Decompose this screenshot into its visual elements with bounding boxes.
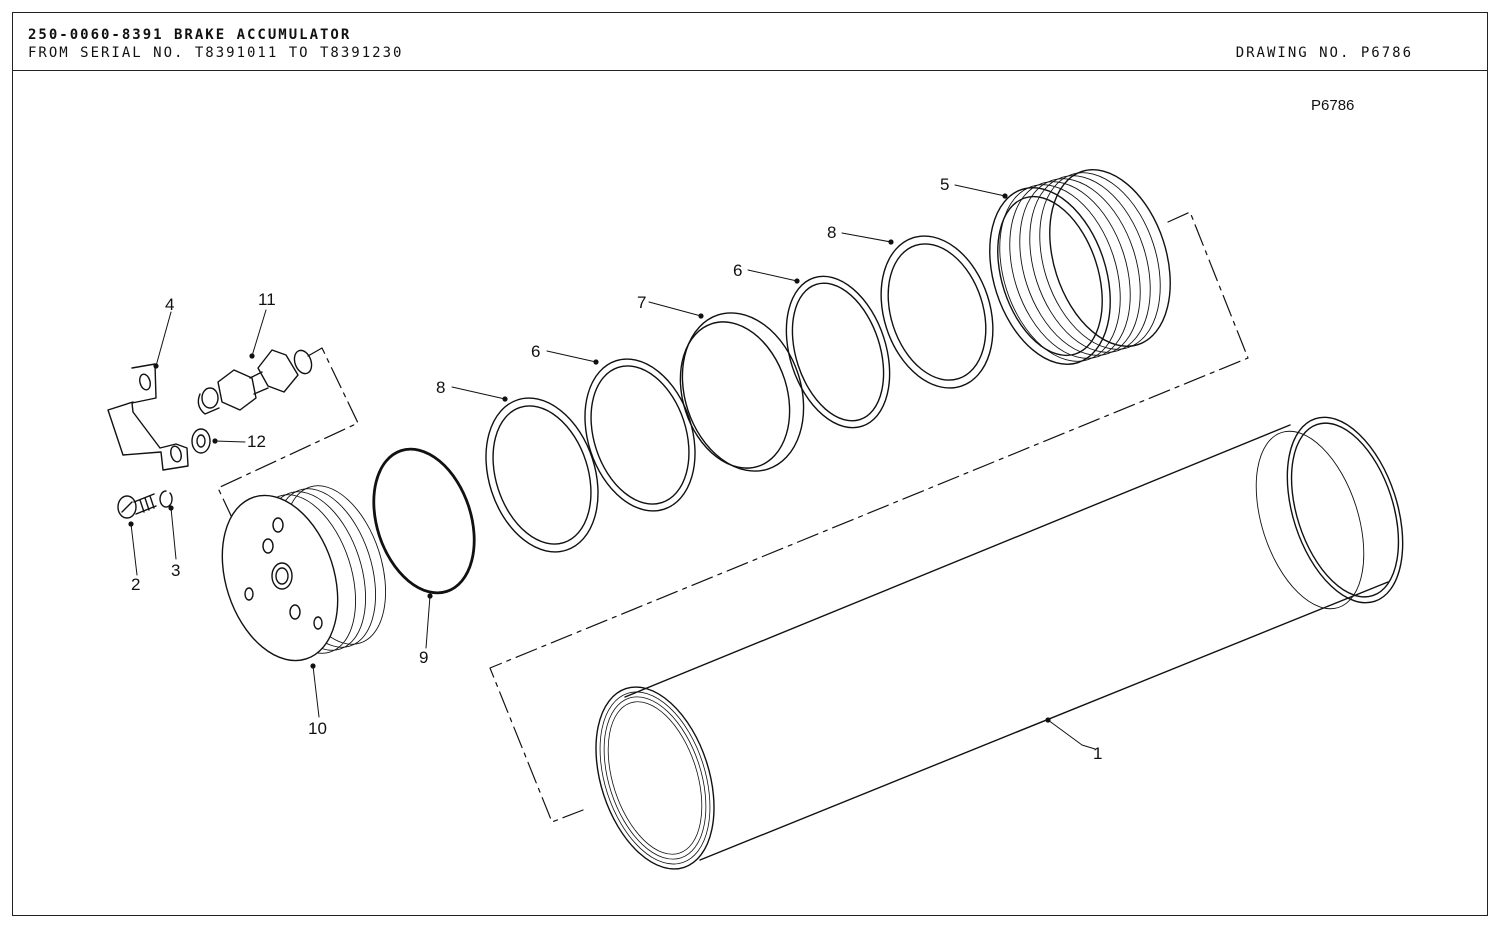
callout-11: 11 xyxy=(258,290,276,309)
callout-12: 12 xyxy=(247,432,266,451)
backup-ring-upper xyxy=(785,275,891,429)
drawing-sheet: 250-0060-8391 BRAKE ACCUMULATOR FROM SER… xyxy=(12,12,1488,916)
leader-lines xyxy=(130,184,1096,750)
callout-10: 10 xyxy=(308,719,327,738)
callout-9: 9 xyxy=(419,648,428,667)
port-hole xyxy=(271,562,293,590)
callout-labels: 1 2 3 4 5 6 6 7 8 8 9 10 11 12 xyxy=(131,175,1102,763)
serial-range: FROM SERIAL NO. T8391011 TO T8391230 xyxy=(28,45,404,61)
o-ring xyxy=(372,447,476,595)
wear-ring xyxy=(679,312,805,472)
mounting-bracket xyxy=(107,363,189,471)
port-hole xyxy=(272,517,284,533)
fitting-valve xyxy=(197,349,313,415)
callout-7: 7 xyxy=(637,293,646,312)
callout-8b: 8 xyxy=(436,378,445,397)
callout-4: 4 xyxy=(165,295,174,314)
drawing-number: DRAWING NO. P6786 xyxy=(1235,45,1413,61)
callout-2: 2 xyxy=(131,575,140,594)
callout-8a: 8 xyxy=(827,223,836,242)
assembly-center-lines xyxy=(217,211,1249,823)
port-hole xyxy=(262,538,274,554)
port-hole xyxy=(313,616,323,630)
barrel-tube xyxy=(595,416,1404,870)
leader-dots xyxy=(128,193,1051,723)
callout-5: 5 xyxy=(940,175,949,194)
lock-washer xyxy=(159,490,173,508)
backup-ring-lower xyxy=(584,358,696,512)
callout-6b: 6 xyxy=(531,342,540,361)
seal-ring-lower xyxy=(485,397,599,553)
washer xyxy=(191,428,211,454)
title-block: 250-0060-8391 BRAKE ACCUMULATOR FROM SER… xyxy=(13,13,1487,71)
port-hole xyxy=(244,587,254,601)
callout-6a: 6 xyxy=(733,261,742,280)
callout-3: 3 xyxy=(171,561,180,580)
callout-1: 1 xyxy=(1093,744,1102,763)
drawing-tag: P6786 xyxy=(1311,97,1354,114)
part-title: 250-0060-8391 BRAKE ACCUMULATOR xyxy=(28,27,352,43)
port-hole xyxy=(289,604,301,620)
seal-ring-upper xyxy=(880,235,994,389)
screw xyxy=(117,493,157,519)
end-cap xyxy=(221,485,387,662)
piston xyxy=(989,169,1171,365)
